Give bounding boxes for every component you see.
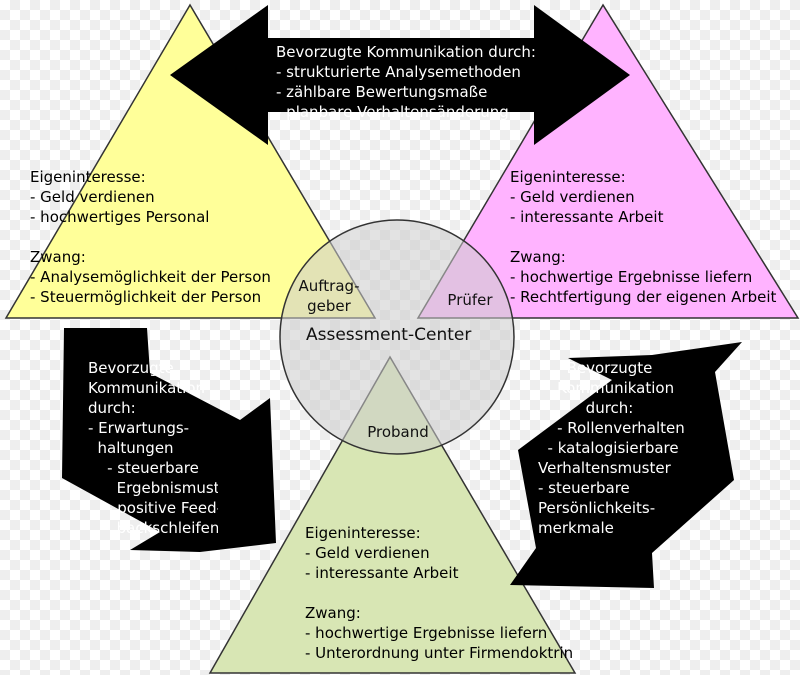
auftraggeber-text-line: - Analysemöglichkeit der Person <box>30 268 271 286</box>
pruefer-text-line <box>510 227 798 247</box>
proband-text-line: Zwang: <box>305 604 361 622</box>
proband-text-line: - hochwertige Ergebnisse liefern <box>305 624 548 642</box>
proband-role-label: Proband <box>367 423 429 441</box>
right-double-arrow <box>510 342 742 588</box>
top-arrow-text: Bevorzugte Kommunikation durch: - struktu… <box>276 42 576 122</box>
auftraggeber-text-line: - hochwertiges Personal <box>30 208 210 226</box>
left-arrow-text-line: Kommunikation <box>88 379 206 397</box>
proband-text-line: - Unterordnung unter Firmendoktrin <box>305 644 574 662</box>
proband-text-line <box>305 583 580 603</box>
proband-text: Eigeninteresse: - Geld verdienen - interes… <box>305 523 580 663</box>
left-arrow-text-line: haltungen <box>88 439 174 457</box>
pruefer-text-line: - interessante Arbeit <box>510 208 664 226</box>
left-double-arrow <box>62 328 276 552</box>
auftraggeber-triangle <box>4 3 377 319</box>
pruefer-role-label: Prüfer <box>447 291 493 309</box>
top-arrow-text-line: - strukturierte Analysemethoden <box>276 63 521 81</box>
top-arrow-text-line: Bevorzugte Kommunikation durch: <box>276 43 536 61</box>
pruefer-triangle <box>416 3 800 319</box>
auftraggeber-text-line: - Geld verdienen <box>30 188 155 206</box>
auftraggeber-text: Eigeninteresse: - Geld verdienen - hochwer… <box>30 167 305 307</box>
left-arrow-text-line: durch: <box>88 399 136 417</box>
proband-text-line: Eigeninteresse: <box>305 524 421 542</box>
left-arrow-text-line: Ergebnismuster <box>116 479 218 497</box>
right-arrow-text-line: Persönlichkeits- <box>538 499 656 517</box>
auftraggeber-text-line: Eigeninteresse: <box>30 168 146 186</box>
pruefer-text: Eigeninteresse: - Geld verdienen - interes… <box>510 167 798 307</box>
left-arrow-text-line: Bevorzugte <box>88 359 174 377</box>
right-arrow-text-line: Kommunikation <box>538 379 675 397</box>
auftraggeber-text-line: - Steuermöglichkeit der Person <box>30 288 262 306</box>
top-arrow-text-line: - zählbare Bewertungsmaße <box>276 83 488 101</box>
proband-text-line: - interessante Arbeit <box>305 564 459 582</box>
left-arrow-text-line: - Erwartungs- <box>88 419 190 437</box>
right-arrow-text-line: - katalogisierbare <box>538 439 679 457</box>
assessment-center-label: Assessment-Center <box>306 325 472 345</box>
auftraggeber-text-line <box>30 227 305 247</box>
right-arrow-text-line: Verhaltensmuster <box>538 459 671 477</box>
assessment-center-circle <box>279 219 515 455</box>
right-arrow-text-line: merkmale <box>538 519 614 537</box>
auftraggeber-role-label: Auftrag- geber <box>298 277 360 315</box>
top-double-arrow <box>170 5 630 145</box>
pruefer-text-line: Eigeninteresse: <box>510 168 626 186</box>
right-arrow-text: Bevorzugte Kommunikation durch: - Rollen… <box>538 358 718 538</box>
right-arrow-text-line: Bevorzugte <box>538 359 653 377</box>
proband-text-line: - Geld verdienen <box>305 544 430 562</box>
right-arrow-text-line: - steuerbare <box>538 479 630 497</box>
pruefer-text-line: - Rechtfertigung der eigenen Arbeit <box>510 288 777 306</box>
right-arrow-text-line: durch: <box>538 399 634 417</box>
pruefer-text-line: - Geld verdienen <box>510 188 635 206</box>
right-arrow-text-line: - Rollenverhalten <box>538 419 685 437</box>
left-arrow-text-line: - steuerbare <box>88 459 199 477</box>
auftraggeber-text-line: Zwang: <box>30 248 86 266</box>
pruefer-text-line: Zwang: <box>510 248 566 266</box>
left-arrow-text-line: - positive Feed- <box>88 499 218 517</box>
left-arrow-text-line: backschleifen <box>88 519 218 537</box>
proband-triangle <box>208 355 577 674</box>
pruefer-text-line: - hochwertige Ergebnisse liefern <box>510 268 753 286</box>
top-arrow-text-line: - planbare Verhaltensänderung <box>276 103 509 121</box>
